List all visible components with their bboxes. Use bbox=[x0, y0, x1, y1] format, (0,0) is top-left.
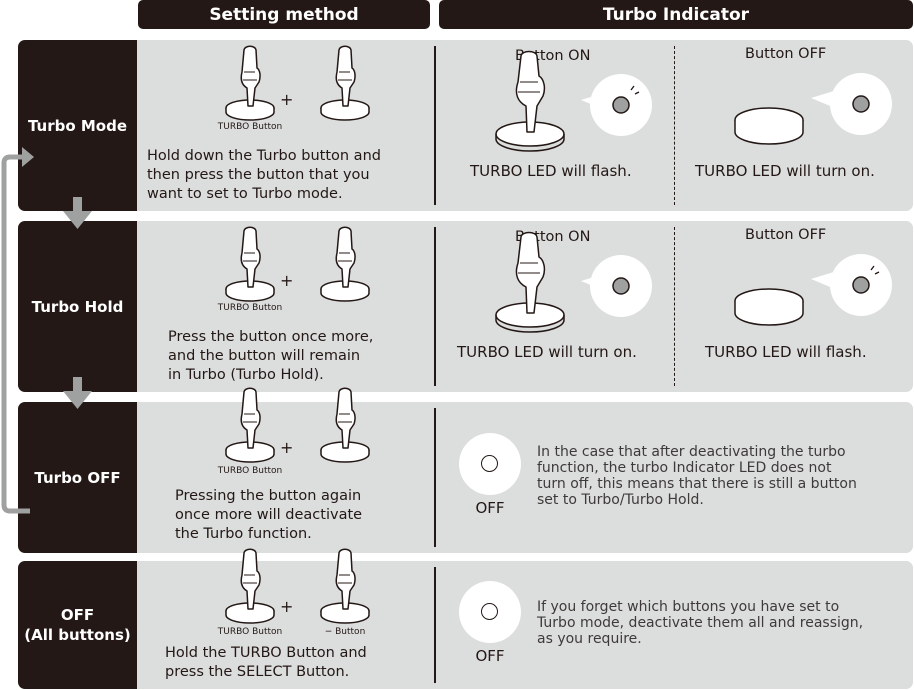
header-turbo-indicator: Turbo Indicator bbox=[439, 0, 913, 29]
button-off-illustration bbox=[734, 73, 892, 145]
row-title: OFF bbox=[60, 606, 95, 624]
minus-button-caption: − Button bbox=[324, 627, 366, 637]
setting-line: Pressing the button again bbox=[175, 488, 362, 504]
button-off-label: Button OFF bbox=[745, 46, 827, 62]
note-line: If you forget which buttons you have set… bbox=[537, 599, 840, 615]
row-body: + TURBO Button Hold down the Turbo butto… bbox=[137, 40, 913, 211]
row-label: Turbo Mode bbox=[18, 40, 137, 211]
note-line: set to Turbo/Turbo Hold. bbox=[537, 492, 704, 508]
row-off-all-buttons: OFF (All buttons) + TURBO Button − Butto… bbox=[18, 548, 913, 689]
setting-method-cell: + TURBO Button − Button Hold the TURBO B… bbox=[137, 548, 434, 689]
off-label: OFF bbox=[475, 499, 505, 517]
led-status-on: TURBO LED will turn on. bbox=[457, 343, 637, 361]
divider bbox=[434, 567, 436, 683]
row-title: Turbo Mode bbox=[27, 116, 128, 135]
row-turbo-off: Turbo OFF + TURBO Button Pressing the bu… bbox=[18, 387, 913, 553]
row-title: Turbo Hold bbox=[31, 297, 124, 316]
setting-instructions: Hold down the Turbo button and then pres… bbox=[147, 147, 381, 204]
row-label: Turbo Hold bbox=[18, 221, 137, 392]
row-body: + TURBO Button Pressing the button again… bbox=[137, 387, 913, 553]
turbo-button-caption: TURBO Button bbox=[217, 466, 283, 476]
row-title-sub: (All buttons) bbox=[24, 626, 131, 644]
led-off-circle bbox=[459, 433, 521, 495]
turbo-button-caption: TURBO Button bbox=[217, 303, 283, 313]
setting-method-cell: + TURBO Button Press the button once mor… bbox=[137, 221, 434, 392]
plus-sign: + bbox=[280, 90, 294, 109]
button-off-label: Button OFF bbox=[745, 227, 827, 243]
note-line: as you require. bbox=[537, 631, 642, 647]
row-label: Turbo OFF bbox=[18, 402, 137, 553]
divider bbox=[434, 227, 436, 386]
plus-sign: + bbox=[280, 597, 294, 616]
setting-instructions: Pressing the button again once more will… bbox=[175, 487, 362, 544]
button-on-illustration bbox=[495, 50, 652, 152]
setting-line: press the SELECT Button. bbox=[165, 664, 350, 680]
led-status-off: TURBO LED will turn on. bbox=[695, 162, 875, 180]
led-status-off: TURBO LED will flash. bbox=[705, 343, 867, 361]
note-line: function, the turbo Indicator LED does n… bbox=[537, 460, 832, 476]
note-line: In the case that after deactivating the … bbox=[537, 444, 846, 460]
row-title: Turbo OFF bbox=[34, 468, 121, 487]
turbo-button-caption: TURBO Button bbox=[217, 122, 283, 132]
row-turbo-hold: Turbo Hold + TURBO Button Press the butt… bbox=[18, 221, 913, 392]
header-setting-method: Setting method bbox=[138, 0, 430, 29]
led-status-on: TURBO LED will flash. bbox=[470, 162, 632, 180]
turbo-button-caption: TURBO Button bbox=[217, 627, 283, 637]
setting-line: once more will deactivate bbox=[175, 507, 363, 523]
note-line: turn off, this means that there is still… bbox=[537, 476, 857, 492]
led-off-circle bbox=[459, 581, 521, 643]
setting-line: Hold down the Turbo button and bbox=[147, 148, 381, 164]
setting-line: then press the button that you bbox=[147, 167, 370, 183]
dashed-divider bbox=[674, 227, 675, 386]
row-body: + TURBO Button − Button Hold the TURBO B… bbox=[137, 548, 913, 689]
note-text: If you forget which buttons you have set… bbox=[537, 599, 887, 647]
note-text: In the case that after deactivating the … bbox=[537, 444, 887, 508]
setting-method-cell: + TURBO Button Pressing the button again… bbox=[137, 387, 434, 553]
dashed-divider bbox=[674, 46, 675, 205]
row-turbo-mode: Turbo Mode + TURBO Button Hold down the … bbox=[18, 40, 913, 211]
button-on-illustration bbox=[495, 231, 652, 333]
plus-sign: + bbox=[280, 271, 294, 290]
setting-line: want to set to Turbo mode. bbox=[147, 186, 343, 202]
setting-line: Hold the TURBO Button and bbox=[165, 645, 367, 661]
divider bbox=[434, 408, 436, 547]
divider bbox=[434, 46, 436, 205]
setting-line: Press the button once more, bbox=[168, 329, 374, 345]
setting-line: the Turbo function. bbox=[175, 526, 312, 542]
note-line: Turbo mode, deactivate them all and reas… bbox=[537, 615, 864, 631]
row-label: OFF (All buttons) bbox=[18, 561, 137, 689]
row-body: + TURBO Button Press the button once mor… bbox=[137, 221, 913, 392]
button-off-illustration bbox=[734, 254, 892, 326]
plus-sign: + bbox=[280, 438, 294, 457]
setting-instructions: Press the button once more, and the butt… bbox=[168, 328, 373, 385]
setting-instructions: Hold the TURBO Button and press the SELE… bbox=[165, 644, 367, 682]
setting-line: and the button will remain bbox=[168, 348, 361, 364]
setting-method-cell: + TURBO Button Hold down the Turbo butto… bbox=[137, 40, 434, 211]
setting-line: in Turbo (Turbo Hold). bbox=[168, 367, 324, 383]
off-label: OFF bbox=[475, 647, 505, 665]
